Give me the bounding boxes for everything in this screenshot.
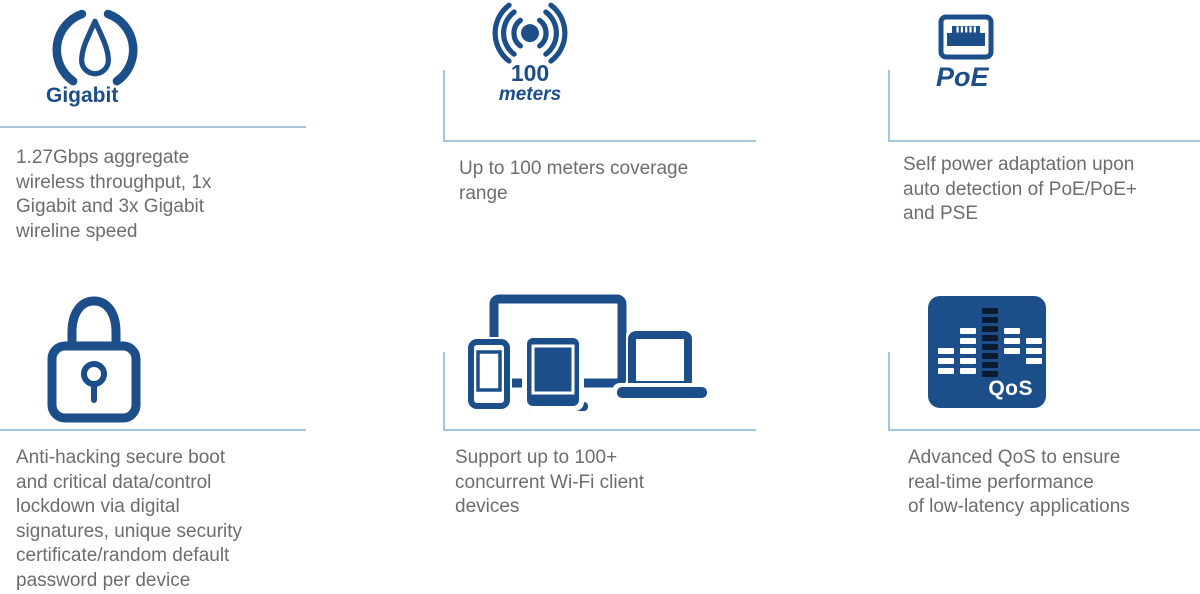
coverage-number-label: 100 [510, 60, 550, 86]
coverage-description: Up to 100 meters coverage range [459, 158, 689, 204]
divider-tick [443, 70, 445, 140]
divider-line [888, 429, 1200, 431]
gigabit-description: 1.27Gbps aggregate wireless throughput, … [16, 147, 212, 242]
coverage-unit-label: meters [498, 84, 562, 105]
client-devices-icon [466, 294, 712, 411]
security-description: Anti-hacking secure boot and critical da… [16, 447, 243, 591]
ethernet-port-icon [938, 14, 994, 60]
gigabit-label: Gigabit [46, 84, 119, 107]
divider-line [888, 140, 1200, 142]
poe-description: Self power adaptation upon auto detectio… [903, 154, 1137, 224]
qos-badge-label: QoS [988, 377, 1033, 400]
wireless-signal-icon [492, 2, 568, 64]
poe-label: PoE [936, 62, 989, 92]
divider-line [0, 126, 306, 128]
padlock-icon [47, 296, 141, 423]
divider-tick [888, 70, 890, 140]
qos-equalizer-icon: QoS [928, 296, 1046, 408]
divider-line [443, 140, 756, 142]
equalizer-graphic [928, 296, 1046, 408]
speedometer-icon [52, 9, 138, 86]
divider-line [443, 429, 756, 431]
divider-line [0, 429, 306, 431]
qos-description: Advanced QoS to ensure real-time perform… [908, 447, 1130, 517]
wifi-clients-description: Support up to 100+ concurrent Wi-Fi clie… [455, 447, 644, 517]
divider-tick [888, 352, 890, 429]
divider-tick [443, 352, 445, 429]
